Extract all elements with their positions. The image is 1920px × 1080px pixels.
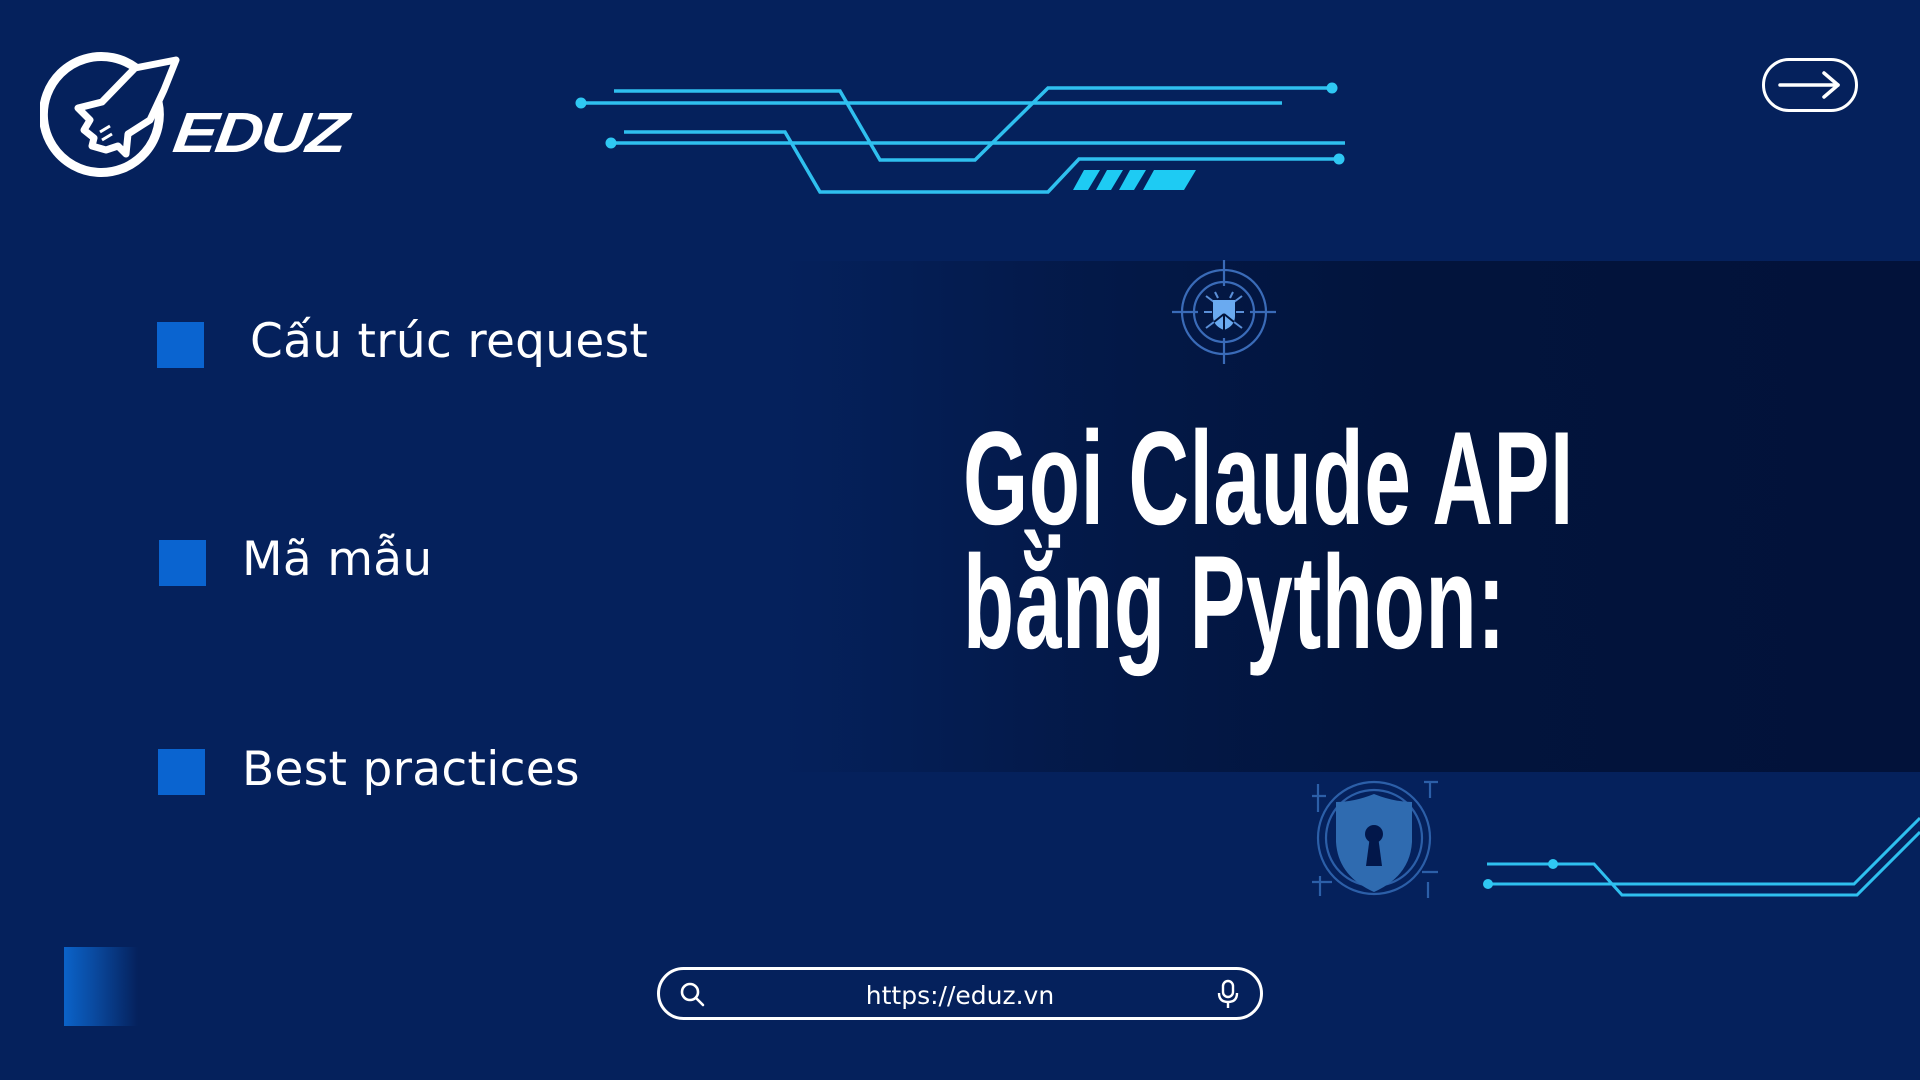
title-line-1: Gọi Claude API	[963, 405, 1574, 553]
url-search-bar[interactable]: https://eduz.vn	[657, 967, 1263, 1020]
page-title: Gọi Claude API bằng Python:	[963, 405, 1574, 677]
rocket-in-circle-icon	[40, 52, 180, 177]
brand-name: EDUZ	[169, 100, 351, 165]
bullet-item-sample-code: Mã mẫu	[242, 532, 433, 587]
title-line-2: bằng Python:	[963, 529, 1506, 677]
shield-keyhole-icon	[1312, 780, 1438, 898]
bullet-item-request-structure: Cấu trúc request	[250, 314, 649, 369]
next-button[interactable]	[1762, 58, 1858, 112]
brand-logo[interactable]: EDUZ	[40, 50, 370, 185]
bullet-marker	[158, 749, 205, 795]
bullet-marker	[159, 540, 206, 586]
bullet-item-best-practices: Best practices	[242, 742, 580, 797]
bullet-marker	[157, 322, 204, 368]
microphone-icon[interactable]	[1216, 979, 1240, 1009]
url-text[interactable]: https://eduz.vn	[865, 981, 1055, 1010]
title-panel	[780, 261, 1920, 772]
bug-target-icon	[1172, 260, 1276, 364]
gradient-accent-block	[64, 947, 138, 1026]
arrow-right-icon	[1778, 71, 1840, 99]
search-icon[interactable]	[678, 980, 706, 1008]
